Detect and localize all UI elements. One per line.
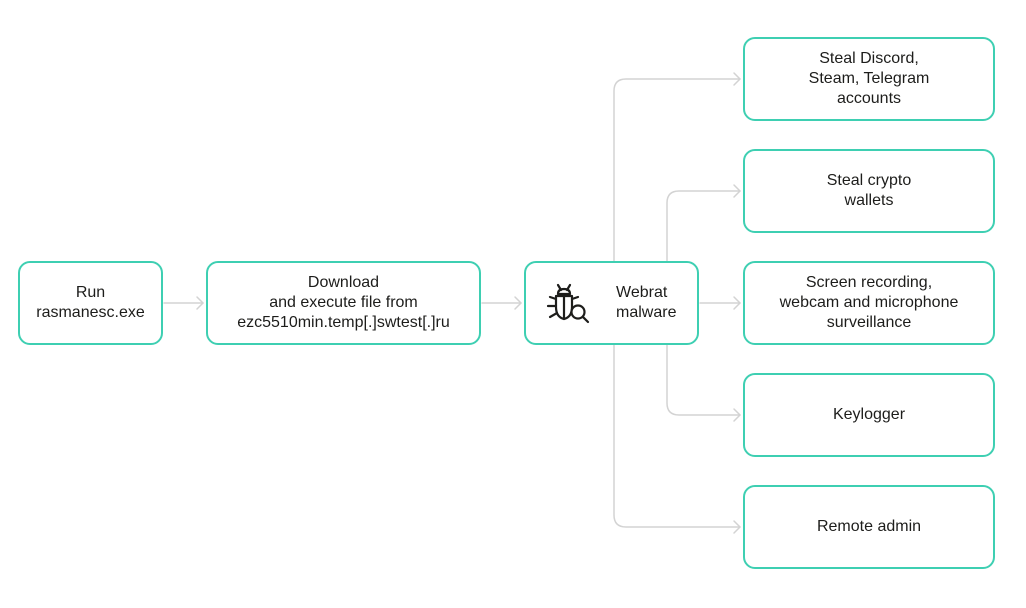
download-step-label: Download and execute file from ezc5510mi… [237,274,450,331]
capability-label: Steal crypto wallets [826,172,912,209]
webrat-malware-box: Webrat malware [524,261,699,345]
arrow-webrat-to-keylogger [666,344,741,422]
webrat-malware-label: Webrat malware [616,284,677,321]
capability-remote-admin-box: Remote admin [743,485,995,569]
arrow-webrat-to-steal-wallets [666,184,741,262]
capability-label: Steal Discord, Steam, Telegram accounts [808,50,930,107]
download-step-box: Download and execute file from ezc5510mi… [206,261,481,345]
capability-steal-accounts-box: Steal Discord, Steam, Telegram accounts [743,37,995,121]
capability-surveillance-box: Screen recording, webcam and microphone … [743,261,995,345]
capability-label: Screen recording, webcam and microphone … [779,274,959,331]
arrow-webrat-to-screen [699,296,741,310]
arrow-webrat-to-remote-admin [613,344,741,534]
bug-search-icon [546,283,590,324]
capability-label: Remote admin [816,518,922,535]
capability-keylogger-box: Keylogger [743,373,995,457]
run-step-box: Run rasmanesc.exe [18,261,163,345]
capability-label: Keylogger [832,406,906,423]
arrow-run-to-download [163,296,204,310]
arrow-webrat-to-steal-accounts [613,72,741,262]
capability-steal-wallets-box: Steal crypto wallets [743,149,995,233]
run-step-label: Run rasmanesc.exe [36,284,145,321]
arrow-download-to-webrat [481,296,522,310]
